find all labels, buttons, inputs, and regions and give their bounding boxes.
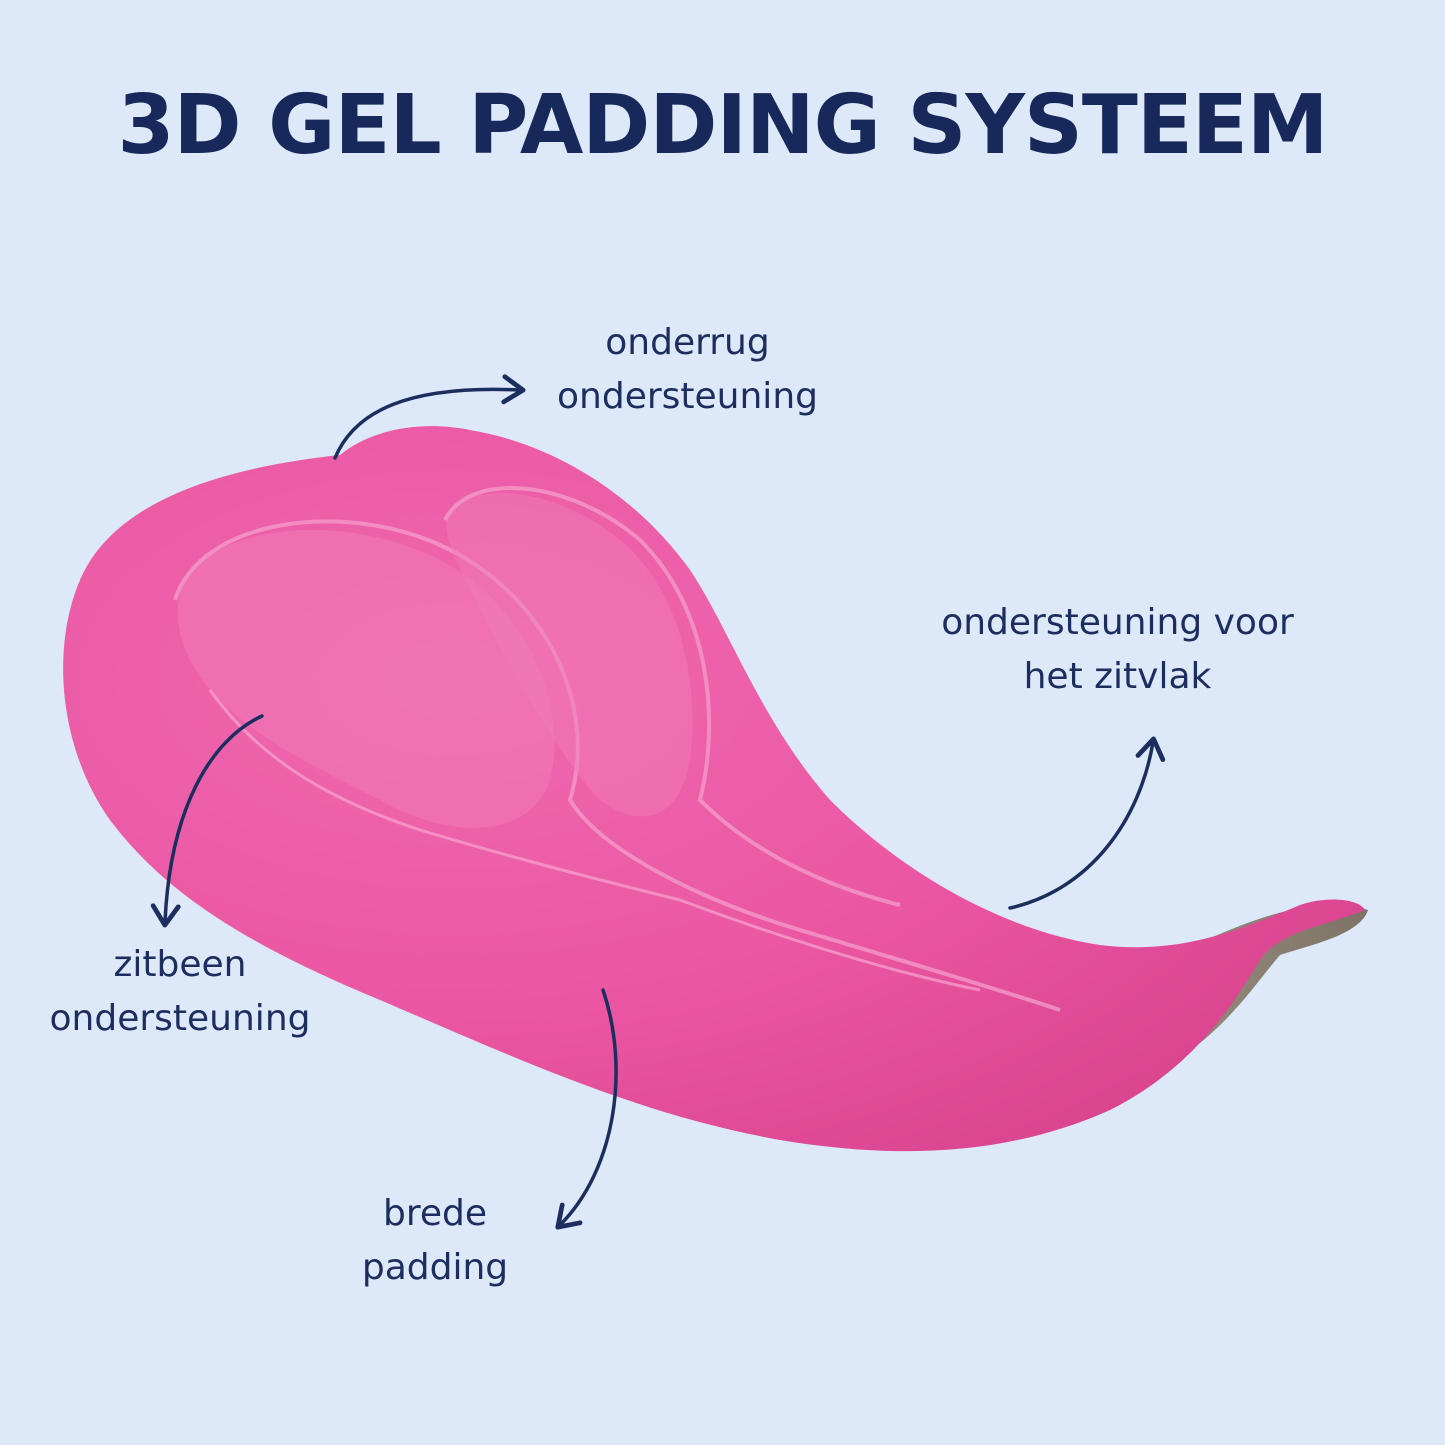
label-seat: ondersteuning voor het zitvlak [905,596,1330,704]
label-sit-bone-line2: ondersteuning [49,998,311,1039]
arrow-sit-bone [150,714,264,928]
label-lower-back: onderrug ondersteuning [520,316,855,424]
upper-pad [446,493,693,817]
label-wide-padding-line1: brede [382,1193,487,1234]
label-sit-bone-line1: zitbeen [113,944,247,985]
sit-bone-pad-outline [173,519,1061,1012]
upper-pad-outline [443,485,901,907]
label-wide-padding-line2: padding [361,1247,509,1288]
label-lower-back-line1: onderrug [605,322,770,363]
sit-bone-pad [177,530,555,828]
arrow-wide-padding [555,988,618,1230]
label-seat-line1: ondersteuning voor [941,602,1294,643]
label-sit-bone: zitbeen ondersteuning [20,938,340,1046]
arrow-lower-back [333,374,526,460]
page-title: 3D GEL PADDING SYSTEEM [117,78,1328,173]
pink-pad [63,426,1368,1152]
label-seat-line2: het zitvlak [1023,656,1212,697]
label-wide-padding: brede padding [325,1187,545,1295]
inner-ridge [208,689,981,992]
label-lower-back-line2: ondersteuning [557,376,818,417]
arrow-seat [1008,736,1166,910]
